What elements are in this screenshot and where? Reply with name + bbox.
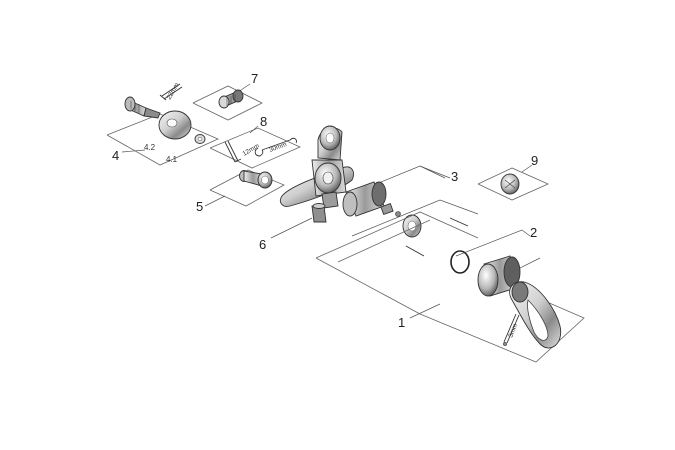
leader-6 bbox=[270, 217, 313, 239]
screws-3 bbox=[395, 211, 469, 257]
leader-5 bbox=[204, 195, 226, 207]
rosette-4-2-hole bbox=[166, 118, 178, 128]
cartridge-3 bbox=[342, 181, 394, 217]
callout-4-2: 4.2 bbox=[144, 143, 156, 152]
frame-1a bbox=[315, 211, 479, 259]
valve-body bbox=[279, 125, 354, 209]
leader-8 bbox=[249, 125, 259, 134]
sleeve-2 bbox=[477, 255, 521, 297]
wrench-30mm bbox=[254, 137, 297, 157]
leader-4 bbox=[121, 149, 146, 153]
part-1-group: 1 3mm bbox=[315, 211, 585, 363]
nut-5 bbox=[239, 170, 273, 189]
lever-1 bbox=[509, 281, 562, 349]
frame-3b bbox=[351, 199, 479, 237]
callout-4-1: 4.1 bbox=[166, 155, 178, 164]
frame-1c bbox=[337, 219, 431, 263]
hex-key-3mm bbox=[502, 313, 520, 347]
part-8-group: 8 12mm 30mm bbox=[209, 114, 301, 169]
dim-22mm: 22mm bbox=[166, 82, 181, 101]
callout-8: 8 bbox=[260, 114, 267, 129]
frame-5 bbox=[209, 169, 285, 207]
frame-1b bbox=[315, 257, 585, 363]
frame-8 bbox=[209, 127, 301, 169]
part-6-group: 6 bbox=[259, 203, 327, 252]
frame-9 bbox=[477, 167, 549, 201]
part-3-group: 3 bbox=[342, 165, 479, 257]
part-9-group: 9 bbox=[477, 153, 549, 201]
leader-9 bbox=[521, 164, 533, 173]
part-4-group: 22mm 4.2 4.1 4 bbox=[106, 82, 219, 166]
part-7-group: 7 bbox=[192, 71, 263, 121]
callout-7: 7 bbox=[251, 71, 258, 86]
frame-4 bbox=[106, 113, 219, 166]
insert-7 bbox=[218, 89, 244, 109]
frame-2a bbox=[455, 229, 531, 257]
callout-6: 6 bbox=[259, 237, 266, 252]
callout-1: 1 bbox=[398, 315, 405, 330]
leader-1 bbox=[409, 303, 441, 319]
cap-9 bbox=[500, 173, 520, 195]
callout-9: 9 bbox=[531, 153, 538, 168]
connector-4 bbox=[124, 96, 161, 119]
frame-7 bbox=[192, 85, 263, 121]
leader-3 bbox=[419, 165, 446, 179]
callout-3: 3 bbox=[451, 169, 458, 184]
dim-3mm: 3mm bbox=[507, 323, 519, 339]
callout-2: 2 bbox=[530, 225, 537, 240]
hex-key-12mm bbox=[224, 140, 242, 163]
dim-30mm: 30mm bbox=[268, 141, 287, 154]
part-5-group: 5 bbox=[196, 169, 285, 214]
callout-5: 5 bbox=[196, 199, 203, 214]
o-ring-2 bbox=[450, 250, 470, 274]
bushing-3 bbox=[402, 214, 422, 238]
part-2-group: 2 bbox=[450, 225, 541, 297]
callout-4: 4 bbox=[112, 148, 119, 163]
hex-key-22mm bbox=[159, 83, 183, 101]
